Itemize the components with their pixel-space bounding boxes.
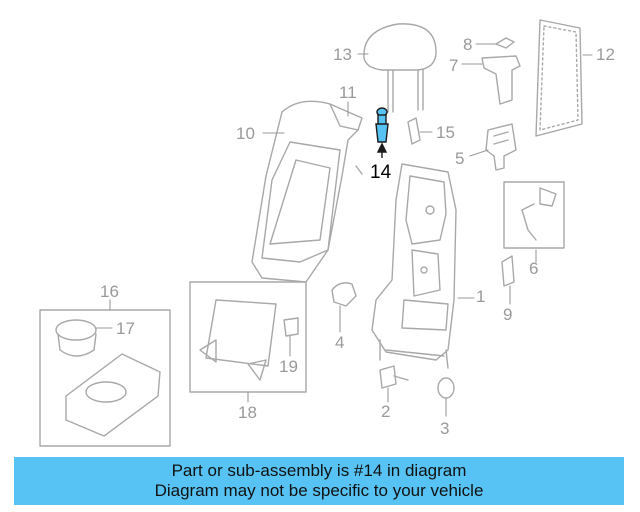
callout-6: 6 <box>529 259 539 278</box>
callout-3: 3 <box>440 419 450 438</box>
callout-13: 13 <box>333 45 352 64</box>
banner-line-2: Diagram may not be specific to your vehi… <box>154 481 484 500</box>
callout-9: 9 <box>503 305 513 324</box>
seat-frame-part <box>371 163 457 369</box>
callout-5: 5 <box>455 149 465 168</box>
trim-panel-part <box>199 299 277 381</box>
seat-back-cover-part <box>251 100 363 283</box>
leader-lines <box>95 43 593 417</box>
callout-2: 2 <box>381 402 391 421</box>
clip-part <box>495 37 515 49</box>
back-panel-part <box>535 19 583 137</box>
washer-part <box>437 377 455 399</box>
callout-17: 17 <box>116 319 135 338</box>
callout-4: 4 <box>335 333 345 352</box>
callout-10: 10 <box>236 124 255 143</box>
callout-8: 8 <box>463 35 473 54</box>
highlighted-part-14 <box>375 107 389 158</box>
callout-18: 18 <box>238 403 257 422</box>
callout-12: 12 <box>596 45 615 64</box>
small-clip-part <box>407 117 421 145</box>
small-connector-part <box>283 317 299 337</box>
info-banner: Part or sub-assembly is #14 in diagram D… <box>14 457 624 505</box>
callout-15: 15 <box>436 123 455 142</box>
banner-line-1: Part or sub-assembly is #14 in diagram <box>171 461 467 480</box>
callout-11: 11 <box>339 83 357 102</box>
callout-19: 19 <box>279 357 298 376</box>
armrest-part <box>65 353 161 437</box>
callout-1: 1 <box>476 287 486 306</box>
armrest-box <box>39 309 171 447</box>
hook-part <box>331 282 357 307</box>
headrest-part <box>363 23 437 113</box>
callout-16: 16 <box>100 282 119 301</box>
strap-bracket-box <box>503 181 565 249</box>
latch-part <box>485 123 517 171</box>
small-bracket-part <box>501 255 515 287</box>
bracket-part <box>481 55 521 105</box>
bolt-part <box>379 365 409 389</box>
cupholder-part <box>55 319 97 357</box>
callout-14: 14 <box>370 162 392 183</box>
callout-7: 7 <box>449 56 459 75</box>
